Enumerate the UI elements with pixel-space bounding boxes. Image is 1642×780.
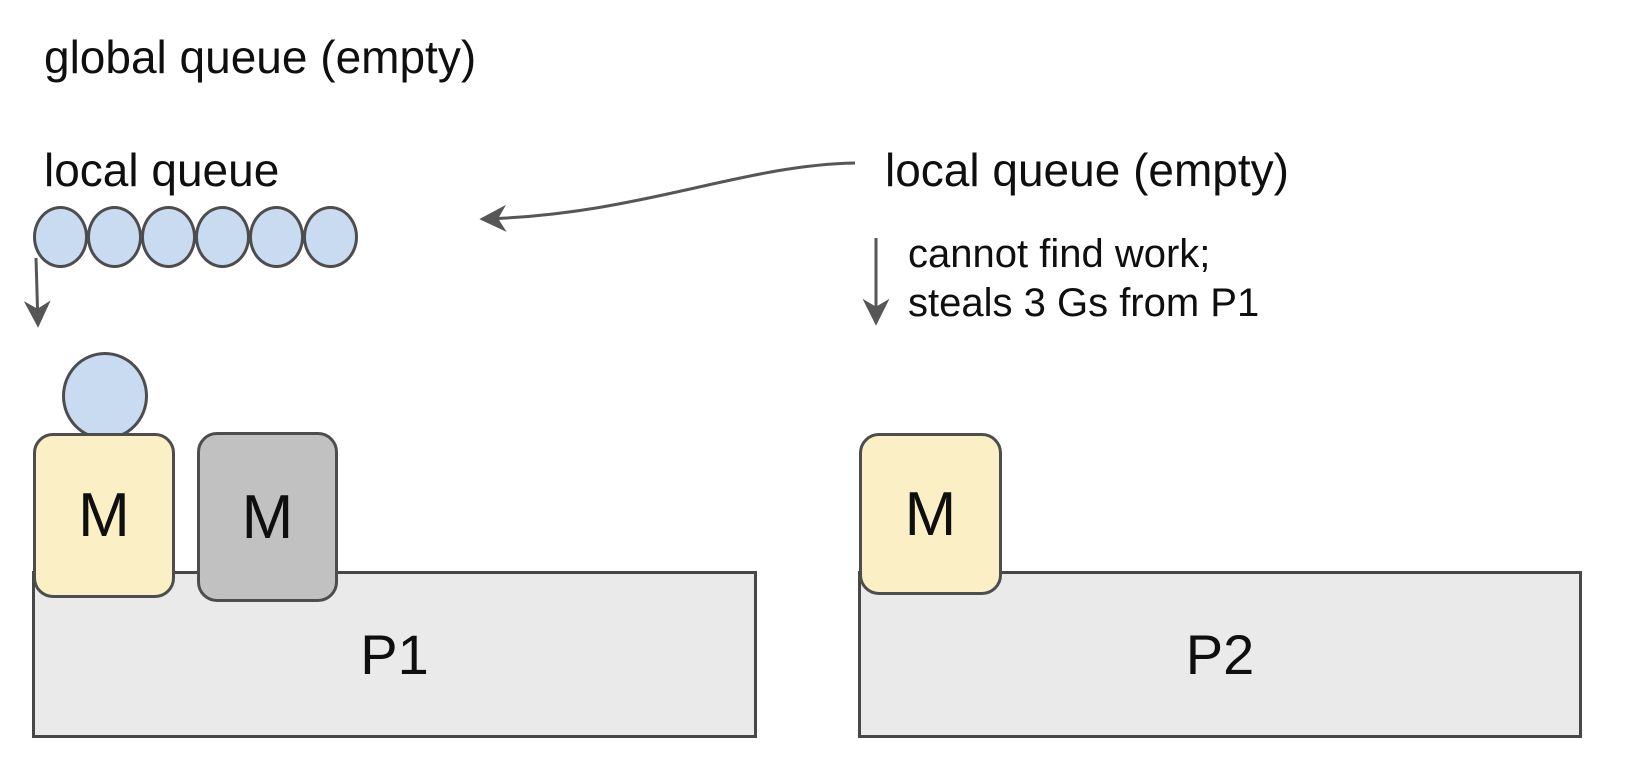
m-label: M xyxy=(78,481,130,550)
processor-p1-label: P1 xyxy=(360,623,429,686)
global-queue-label: global queue (empty) xyxy=(44,31,477,83)
p2-steal-annotation: cannot find work; steals 3 Gs from P1 xyxy=(908,230,1259,328)
goroutine-circle xyxy=(249,206,304,268)
goroutine-circle xyxy=(195,206,250,268)
processor-p2: P2 xyxy=(858,571,1582,738)
p2-steal-annotation-line1: cannot find work; xyxy=(908,232,1211,276)
queue-to-g-arrow xyxy=(23,257,51,328)
goroutine-circle xyxy=(33,206,88,268)
p1-local-queue xyxy=(33,206,358,268)
m-box-p2-running: M xyxy=(859,433,1002,595)
processor-p2-label: P2 xyxy=(1185,623,1255,686)
p2-steal-annotation-line2: steals 3 Gs from P1 xyxy=(908,281,1260,325)
m-box-p1-idle: M xyxy=(197,432,338,602)
goroutine-circle xyxy=(87,206,142,268)
m-label: M xyxy=(904,479,957,549)
p1-local-queue-label: local queue xyxy=(44,144,280,196)
m-box-p1-running: M xyxy=(33,433,175,598)
processor-p1: P1 xyxy=(32,571,757,738)
running-goroutine-circle xyxy=(62,352,148,440)
steal-from-queue-arrow xyxy=(479,161,856,232)
p2-local-queue-label: local queue (empty) xyxy=(885,144,1289,196)
m-label: M xyxy=(241,482,294,552)
goroutine-circle xyxy=(303,206,358,268)
goroutine-circle xyxy=(141,206,196,268)
